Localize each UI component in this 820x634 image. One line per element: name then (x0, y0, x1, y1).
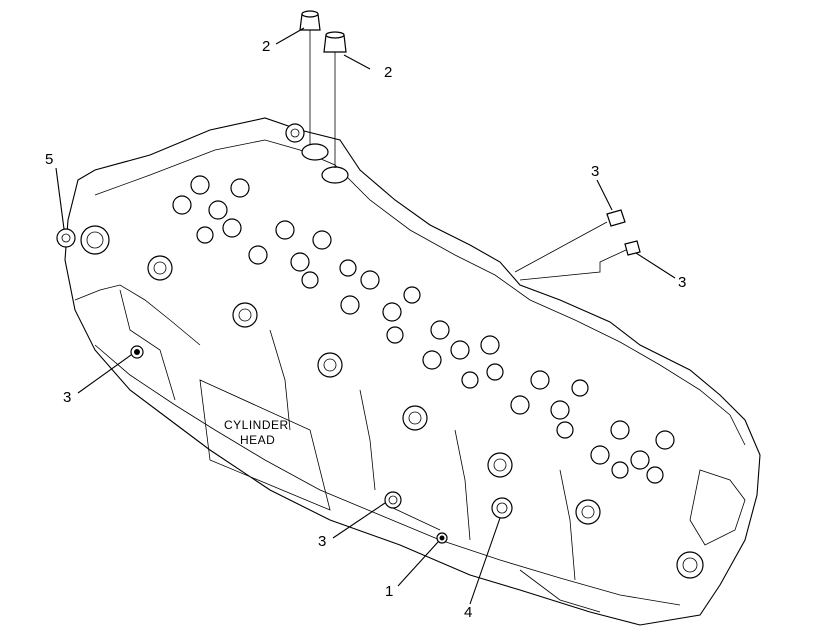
callout-3-top-right-lower: 3 (678, 274, 686, 291)
cylinder-head-body (64, 117, 761, 626)
callout-2-upper: 2 (262, 38, 270, 55)
front-ports (80, 123, 704, 579)
plug-3-bottom (384, 491, 402, 509)
assembly-lines (309, 30, 627, 531)
callout-3-left: 3 (63, 389, 71, 406)
leader-lines (55, 27, 676, 605)
callout-5: 5 (45, 151, 53, 168)
plug-3-left (130, 345, 144, 359)
callout-4: 4 (464, 604, 472, 621)
callout-3-top-right-upper: 3 (591, 163, 599, 180)
plug-5 (56, 228, 76, 248)
valve-rocker-clusters (172, 175, 675, 484)
plug-4 (491, 497, 513, 519)
plug-3-top-right-upper (606, 209, 626, 227)
plug-1 (436, 532, 448, 544)
callout-1: 1 (385, 583, 393, 600)
plug-2-upper (299, 10, 321, 31)
callout-3-bottom: 3 (318, 533, 326, 550)
callout-2-lower: 2 (384, 64, 392, 81)
plug-2-lower (323, 31, 347, 53)
cylinder-head-label-line-2: HEAD (240, 433, 275, 447)
plug-3-top-right-lower (624, 240, 641, 256)
cylinder-head-label-line-1: CYLINDER (224, 418, 289, 432)
